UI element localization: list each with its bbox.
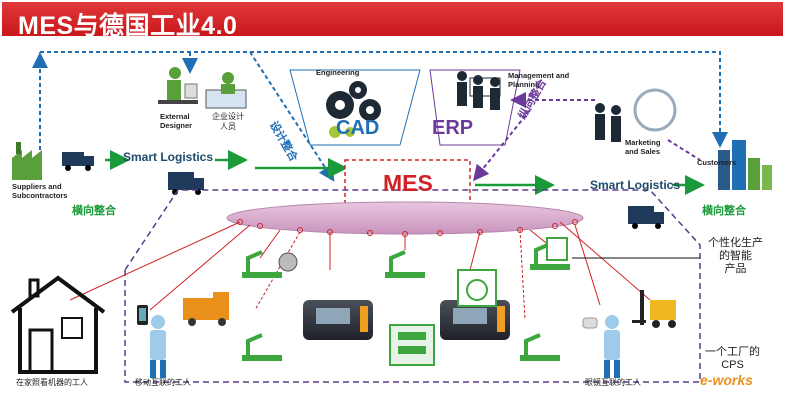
left-logistics-truck-icon [168, 172, 204, 195]
home-house-icon [10, 275, 106, 374]
factory-frame [124, 189, 701, 383]
robot-cell [520, 333, 560, 361]
glasses-worker-figure [582, 315, 620, 378]
mobile-worker-label: 移动互联的工人 [135, 378, 191, 387]
horizontal-integration-right-label: 横向整合 [702, 205, 746, 217]
customers-label: Customers [697, 158, 737, 167]
green-flow-arrows [105, 150, 705, 195]
engineering-label: Engineering [316, 68, 360, 77]
title-bar: MES与德国工业4.0 [2, 2, 783, 40]
orange-truck-icon [183, 292, 229, 326]
marketing-label: Marketing and Sales [625, 138, 661, 156]
washing-machine-center [457, 269, 497, 307]
mobile-worker-figure [150, 315, 166, 378]
forklift-icon [632, 290, 676, 328]
smart-logistics-left-label: Smart Logistics [123, 150, 214, 164]
customers-buildings-icon [718, 140, 772, 190]
watermark-logo: e-works [700, 372, 753, 388]
robot-cell [242, 250, 298, 278]
machine-tool-right [440, 300, 510, 340]
factory-cps-label: 一个工厂的 CPS [705, 346, 760, 371]
right-logistics-truck-icon [628, 206, 664, 229]
marketing-people-icon [595, 88, 677, 142]
home-worker-label: 在家照看机器的工人 [16, 378, 88, 387]
management-label: Management and Planning [508, 71, 570, 89]
cad-label: CAD [336, 117, 380, 139]
top-feedback-loop [32, 51, 728, 182]
supplier-factory-icon [12, 142, 94, 180]
management-people-icon [429, 69, 521, 146]
robot-cells [242, 237, 570, 361]
horizontal-integration-left-label: 横向整合 [72, 205, 116, 217]
robot-cell [385, 250, 425, 278]
mes-label: MES [383, 170, 433, 196]
enterprise-designer-icon [205, 72, 247, 109]
smart-logistics-right-label: Smart Logistics [590, 178, 681, 192]
smart-product-label: 个性化生产 的智能 产品 [708, 237, 763, 275]
external-designer-icon [158, 67, 198, 104]
robot-cell [242, 333, 282, 361]
robot-cell [530, 237, 570, 270]
machine-tool-left [303, 300, 373, 340]
engineering-gears-icon [289, 69, 421, 146]
purple-integration-lines [473, 92, 701, 182]
external-designer-label: External Designer [160, 112, 193, 130]
glasses-worker-label: 眼镜互联的工人 [585, 378, 641, 387]
erp-label: ERP [432, 117, 474, 139]
suppliers-label: Suppliers and Subcontractors [12, 182, 68, 200]
cloud-pins [237, 219, 578, 237]
smartphone-icon [137, 305, 148, 325]
page-title: MES与德国工业4.0 [18, 12, 238, 40]
data-cloud [226, 201, 584, 235]
assembly-station [389, 324, 435, 366]
enterprise-designer-label: 企业设计 人员 [212, 112, 244, 131]
